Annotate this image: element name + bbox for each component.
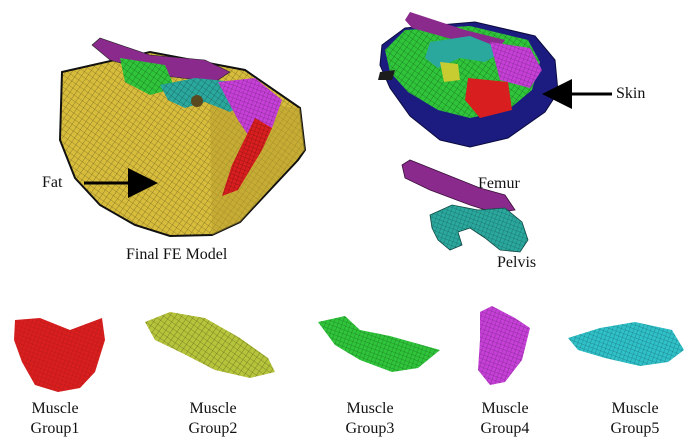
muscle-group5-caption: Muscle Group5 xyxy=(580,399,690,439)
caption-line: Muscle xyxy=(158,399,268,419)
muscle-group2-caption: Muscle Group2 xyxy=(158,399,268,439)
femur-label: Femur xyxy=(478,175,520,193)
caption-line: Muscle xyxy=(315,399,425,419)
caption-line: Group1 xyxy=(0,419,110,439)
caption-line: Muscle xyxy=(580,399,690,419)
pelvis-label: Pelvis xyxy=(497,254,536,272)
caption-line: Muscle xyxy=(450,399,560,419)
muscle-group3-shape xyxy=(318,316,440,372)
muscle-group4-caption: Muscle Group4 xyxy=(450,399,560,439)
fat-label: Fat xyxy=(42,174,62,192)
muscle-group4-shape xyxy=(478,306,530,385)
bones-model xyxy=(402,160,528,252)
caption-line: Muscle xyxy=(0,399,110,419)
caption-line: Group5 xyxy=(580,419,690,439)
caption-line: Group2 xyxy=(158,419,268,439)
skin-label: Skin xyxy=(616,85,645,103)
caption-line: Group3 xyxy=(315,419,425,439)
muscle-group5-shape xyxy=(568,322,684,366)
skin-model xyxy=(378,12,558,147)
muscle-group1-shape xyxy=(14,318,105,392)
muscle-group1-caption: Muscle Group1 xyxy=(0,399,110,439)
caption-line: Group4 xyxy=(450,419,560,439)
final-fe-model xyxy=(60,38,305,236)
final-model-label: Final FE Model xyxy=(126,246,227,264)
muscle-group2-shape xyxy=(145,312,275,378)
muscle-group3-caption: Muscle Group3 xyxy=(315,399,425,439)
